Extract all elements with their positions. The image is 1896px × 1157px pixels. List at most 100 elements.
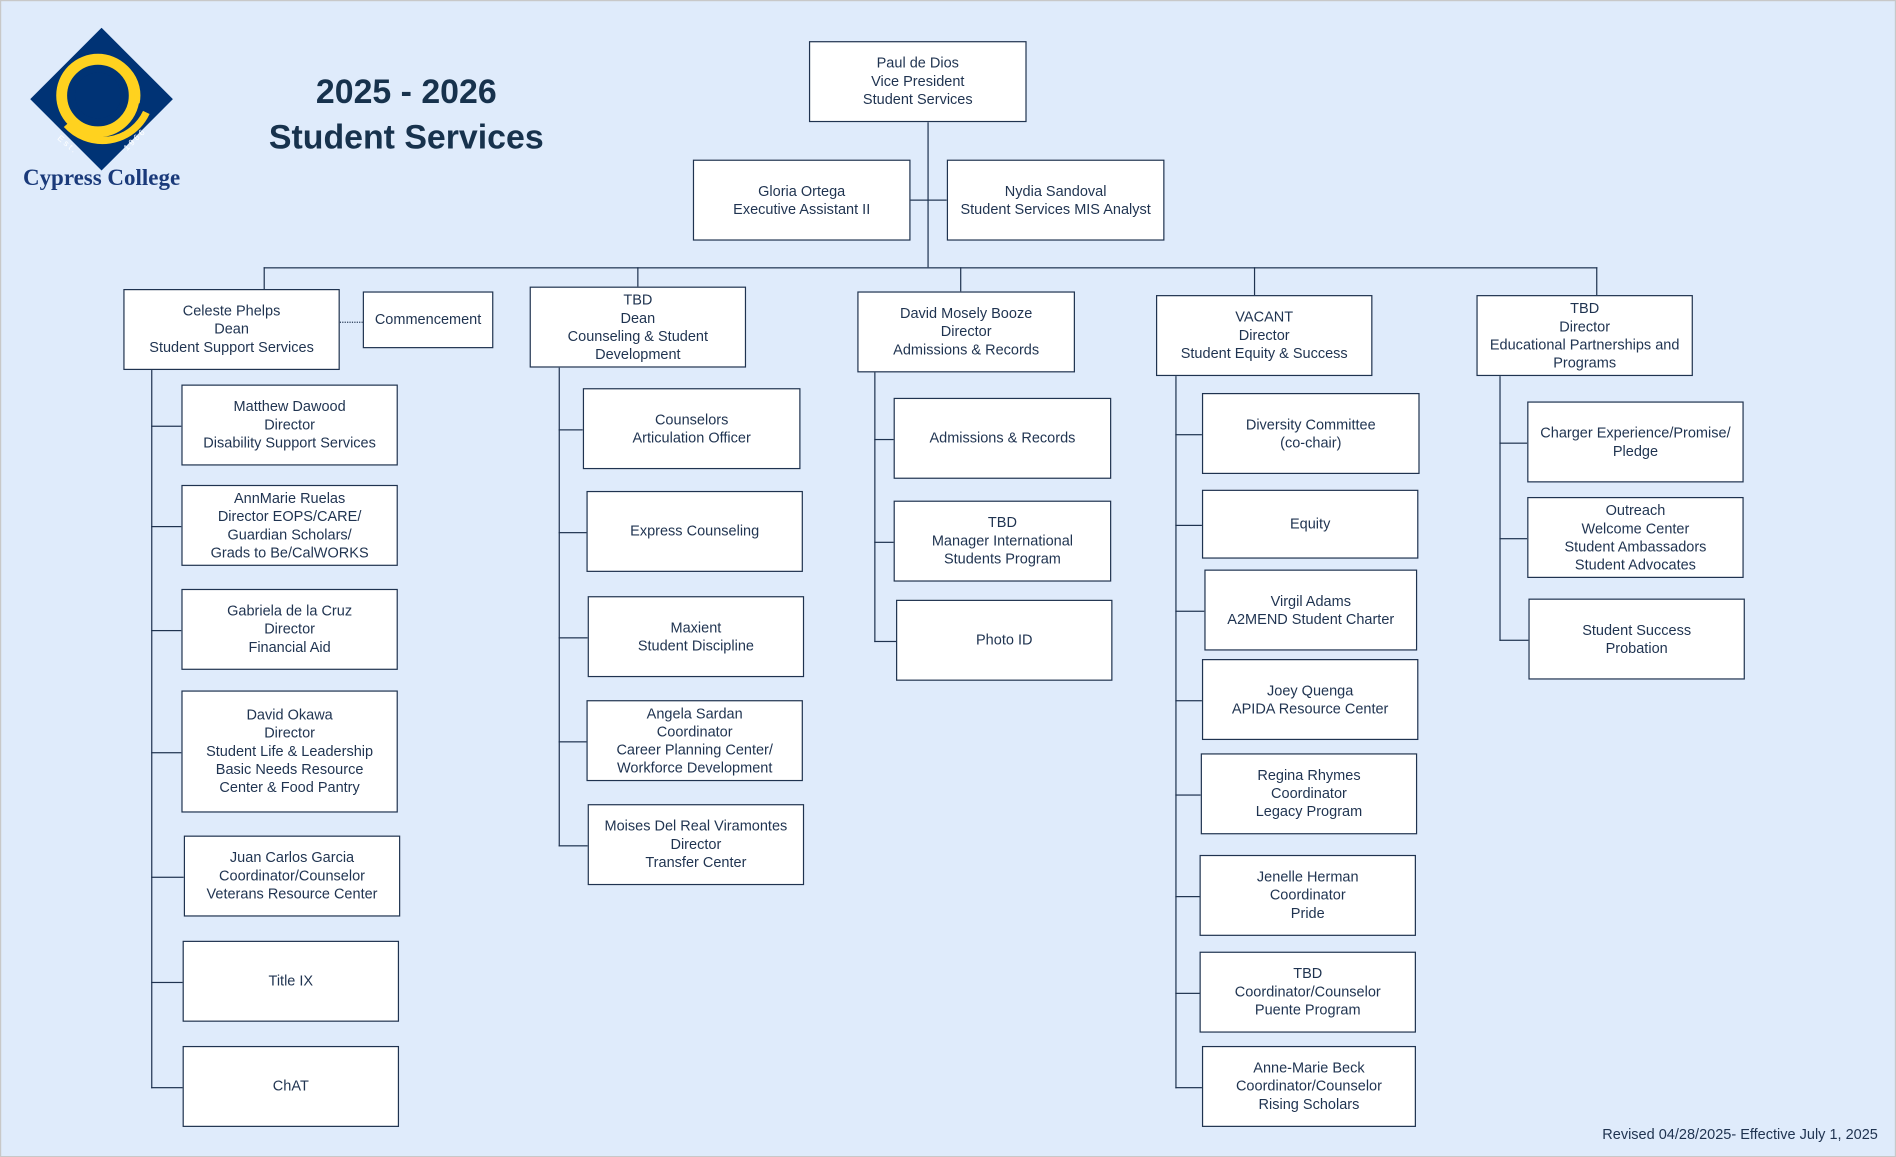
connector-line bbox=[960, 267, 962, 292]
connector-line bbox=[151, 629, 182, 632]
org-box-titleix: Title IX bbox=[182, 940, 400, 1022]
box-line: Coordinator bbox=[656, 722, 733, 740]
connector-line bbox=[558, 367, 560, 847]
box-line: Student Ambassadors bbox=[1564, 537, 1707, 555]
box-line: Coordinator/Counselor bbox=[1235, 1077, 1382, 1095]
box-line: (co-chair) bbox=[1280, 433, 1342, 451]
connector-line bbox=[151, 526, 182, 528]
box-line: Counselors bbox=[654, 410, 729, 428]
box-line: Equity bbox=[1289, 515, 1331, 533]
connector-line bbox=[1175, 1087, 1202, 1089]
connector-line bbox=[874, 640, 897, 643]
box-line: Students Program bbox=[943, 550, 1061, 568]
box-line: Basic Needs Resource bbox=[215, 760, 364, 778]
box-line: Student Advocates bbox=[1574, 555, 1696, 573]
box-line: Regina Rhymes bbox=[1257, 766, 1361, 784]
box-line: Legacy Program bbox=[1255, 802, 1363, 820]
box-line: Matthew Dawood bbox=[233, 397, 346, 415]
box-line: A2MEND Student Charter bbox=[1227, 610, 1395, 627]
connector-line bbox=[1253, 267, 1256, 296]
box-line: Nydia Sandoval bbox=[1004, 181, 1107, 199]
box-line: Development bbox=[595, 345, 681, 363]
box-line: Admissions & Records bbox=[893, 340, 1040, 358]
connector-line bbox=[263, 267, 1598, 269]
connector-line bbox=[1175, 524, 1202, 527]
box-line: Vice President bbox=[871, 72, 965, 90]
box-line: Director bbox=[264, 724, 315, 742]
connector-line bbox=[1175, 610, 1205, 612]
box-line: Disability Support Services bbox=[203, 434, 376, 452]
box-line: Probation bbox=[1605, 639, 1668, 656]
connector-line bbox=[151, 981, 183, 984]
box-line: Puente Program bbox=[1254, 1001, 1361, 1019]
box-line: Executive Assistant II bbox=[733, 200, 871, 218]
connector-line bbox=[1175, 376, 1177, 1089]
box-line: Transfer Center bbox=[645, 853, 747, 871]
connector-line bbox=[1499, 442, 1528, 444]
box-line: Director bbox=[1238, 326, 1290, 344]
connector-line bbox=[927, 122, 929, 268]
box-line: Coordinator/Counselor bbox=[1234, 983, 1381, 1001]
revision-note: Revised 04/28/2025- Effective July 1, 20… bbox=[1602, 1125, 1878, 1143]
connector-line bbox=[874, 372, 876, 643]
connector-line bbox=[151, 370, 153, 1089]
box-line: Student Success bbox=[1582, 620, 1692, 638]
connector-line bbox=[910, 199, 947, 201]
box-line: Moises Del Real Viramontes bbox=[604, 817, 788, 835]
connector-line bbox=[558, 637, 588, 639]
org-box-admissions: Admissions & Records bbox=[893, 397, 1112, 479]
box-line: Financial Aid bbox=[248, 638, 331, 656]
box-line: Admissions & Records bbox=[929, 429, 1076, 447]
box-line: Joey Quenga bbox=[1266, 681, 1354, 699]
box-line: Director bbox=[940, 322, 992, 340]
connector-line bbox=[151, 752, 182, 754]
title-department: Student Services bbox=[268, 118, 544, 156]
box-line: Paul de Dios bbox=[876, 54, 959, 72]
box-line: Director bbox=[670, 835, 722, 853]
box-line: APIDA Resource Center bbox=[1231, 699, 1389, 717]
box-line: Manager International bbox=[931, 532, 1074, 549]
org-box-commencement: Commencement bbox=[362, 291, 494, 349]
box-line: Angela Sardan bbox=[646, 704, 743, 722]
box-line: David Mosely Booze bbox=[900, 304, 1033, 322]
connector-line bbox=[1499, 376, 1501, 641]
connector-line bbox=[151, 425, 182, 427]
connector-line bbox=[874, 438, 894, 441]
box-line: Grads to Be/CalWORKS bbox=[210, 543, 369, 561]
connector-line bbox=[1175, 794, 1201, 796]
box-line: Commencement bbox=[374, 310, 482, 328]
connector-line bbox=[558, 429, 583, 431]
box-line: Veterans Resource Center bbox=[206, 885, 378, 903]
page-title: 2025 - 2026 Student Services bbox=[243, 69, 569, 161]
box-line: Express Counseling bbox=[630, 522, 760, 540]
box-line: Coordinator bbox=[1269, 886, 1346, 904]
box-line: Outreach bbox=[1605, 501, 1666, 519]
box-line: TBD bbox=[987, 513, 1017, 531]
connector-line bbox=[1596, 267, 1598, 296]
box-line: VACANT bbox=[1235, 308, 1294, 326]
box-line: Student Services MIS Analyst bbox=[960, 200, 1151, 218]
org-box-express: Express Counseling bbox=[586, 490, 803, 572]
box-line: Celeste Phelps bbox=[182, 302, 281, 320]
box-line: Director bbox=[264, 620, 315, 638]
logo-emblem-icon: E s t . 1 9 6 6 bbox=[30, 27, 173, 171]
box-line: David Okawa bbox=[246, 706, 333, 724]
org-box-photoid: Photo ID bbox=[896, 599, 1113, 681]
box-line: Coordinator bbox=[1271, 784, 1347, 802]
